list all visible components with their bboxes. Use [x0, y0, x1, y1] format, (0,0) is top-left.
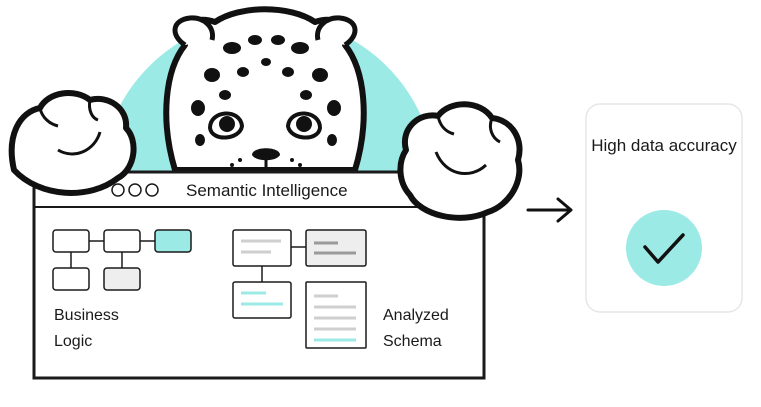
business-logic-label-line2: Logic	[54, 333, 93, 350]
leopard-mascot-head	[163, 6, 367, 173]
analyzed-schema-diagram	[232, 229, 367, 349]
window-title: Semantic Intelligence	[186, 181, 348, 200]
check-badge	[626, 210, 702, 286]
business-logic-diagram	[52, 229, 192, 291]
arrow-right-icon	[526, 197, 573, 223]
window-control-icon	[145, 183, 159, 197]
right-paw	[397, 101, 523, 221]
left-paw	[8, 90, 137, 196]
result-card	[585, 103, 743, 313]
nose	[252, 148, 280, 161]
analyzed-schema-label-line1: Analyzed	[383, 307, 449, 324]
window-control-icon	[128, 183, 142, 197]
check-icon	[643, 233, 685, 264]
result-card-title: High data accuracy	[591, 136, 737, 155]
window-control-icon	[111, 183, 125, 197]
analyzed-schema-label-line2: Schema	[383, 333, 442, 350]
business-logic-label-line1: Business	[54, 307, 119, 324]
